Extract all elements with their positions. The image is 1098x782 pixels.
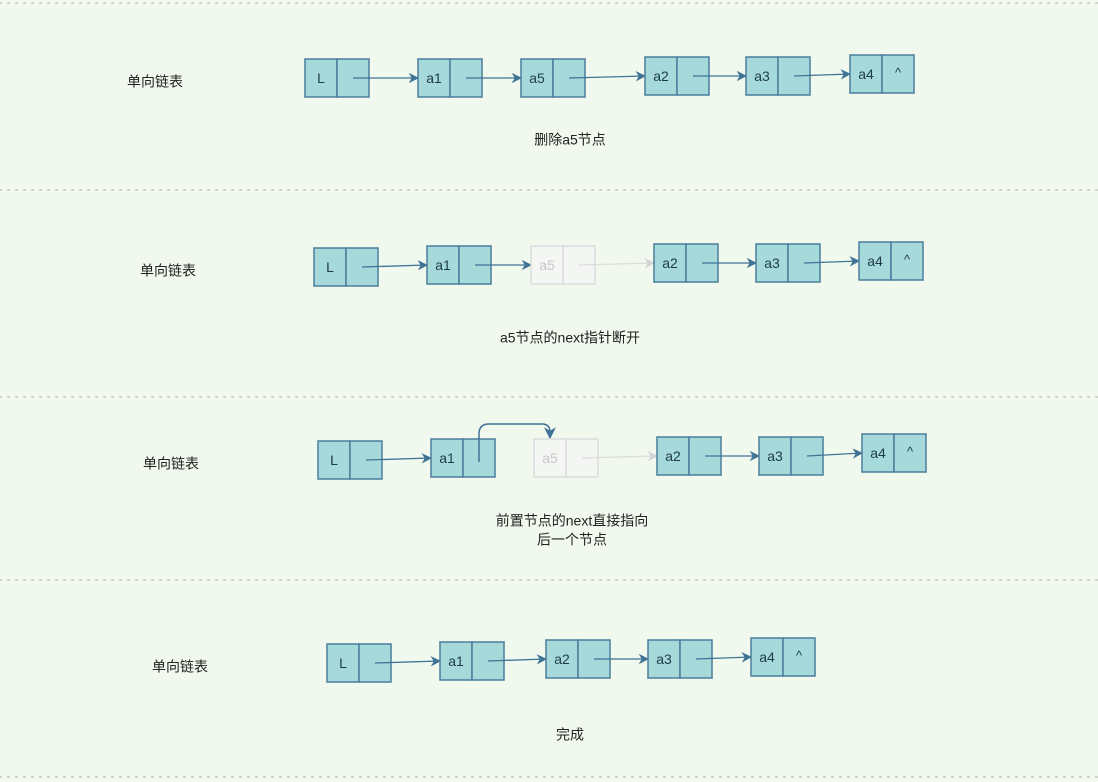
node-label: a2: [554, 651, 570, 667]
row-3-label: 单向链表: [143, 455, 199, 472]
node-label: a1: [426, 70, 442, 86]
row-1-label: 单向链表: [127, 73, 183, 90]
node-label: a5: [542, 450, 558, 466]
faded-next-arrow: [578, 258, 656, 269]
next-arrow: [695, 652, 753, 663]
next-arrow: [793, 69, 852, 80]
node-data-cell: [520, 58, 554, 98]
node-label: a3: [767, 448, 783, 464]
node-data-cell: [426, 245, 460, 285]
node-label: a2: [665, 448, 681, 464]
next-arrow: [361, 260, 429, 271]
node-next-cell: [782, 637, 816, 677]
node-label: a1: [439, 450, 455, 466]
bypass-arrow: [478, 423, 556, 462]
node-label: a3: [754, 68, 770, 84]
row-4-caption: 完成: [556, 726, 584, 743]
next-arrow: [803, 256, 861, 267]
null-pointer-label: ^: [796, 648, 803, 663]
next-arrow: [365, 453, 433, 464]
node-data-cell: [750, 637, 784, 677]
node-label: a4: [858, 66, 874, 82]
node-data-cell: [858, 241, 892, 281]
node-data-cell: [849, 54, 883, 94]
node-label: a1: [435, 257, 451, 273]
node-label: a4: [870, 445, 886, 461]
node-label: a5: [539, 257, 555, 273]
node-label: L: [339, 655, 347, 671]
row-3-caption-line-1: 前置节点的next直接指向: [495, 512, 649, 529]
next-arrow: [374, 656, 442, 667]
row-2-label: 单向链表: [140, 262, 196, 279]
row-3-caption-line-2: 后一个节点: [537, 531, 607, 548]
next-arrow: [487, 654, 548, 665]
node-data-cell: [656, 436, 690, 476]
node-label: L: [317, 70, 325, 86]
node-data-cell: [758, 436, 792, 476]
node-label: L: [330, 452, 338, 468]
node-label: a1: [448, 653, 464, 669]
node-data-cell: [417, 58, 451, 98]
node-label: a4: [867, 253, 883, 269]
row-2-caption: a5节点的next指针断开: [499, 329, 641, 346]
faded-next-arrow: [581, 451, 659, 462]
node-label: a3: [764, 255, 780, 271]
node-label: a5: [529, 70, 545, 86]
row-4-label: 单向链表: [152, 658, 208, 675]
node-data-cell: [755, 243, 789, 283]
node-label: a2: [662, 255, 678, 271]
node-data-cell: [653, 243, 687, 283]
node-next-cell: [893, 433, 927, 473]
row-1-caption: 删除a5节点: [534, 131, 606, 148]
node-label: a2: [653, 68, 669, 84]
null-pointer-label: ^: [904, 252, 911, 267]
node-next-cell: [890, 241, 924, 281]
node-data-cell: [317, 440, 351, 480]
next-arrow: [806, 448, 864, 459]
node-data-cell: [530, 245, 564, 285]
node-data-cell: [326, 643, 360, 683]
node-label: a3: [656, 651, 672, 667]
node-data-cell: [745, 56, 779, 96]
node-label: a4: [759, 649, 775, 665]
next-arrow: [568, 71, 647, 82]
node-label: L: [326, 259, 334, 275]
null-pointer-label: ^: [907, 444, 914, 459]
null-pointer-label: ^: [895, 65, 902, 80]
node-next-cell: [881, 54, 915, 94]
